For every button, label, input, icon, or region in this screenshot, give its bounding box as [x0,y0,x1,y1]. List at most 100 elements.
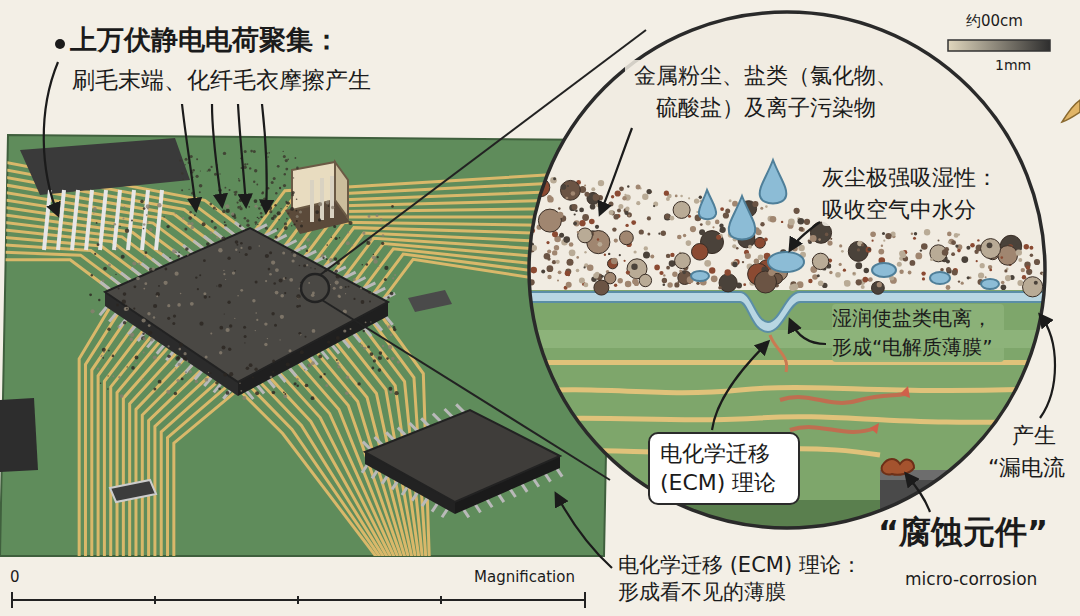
dust-particle [223,273,225,275]
dust-particle [624,260,626,262]
dust-particle [369,301,371,303]
dust-particle [235,240,239,244]
dust-particle [338,294,341,297]
dust-particle [856,279,862,285]
dust-particle [386,325,387,326]
dust-particle [252,299,255,302]
dust-particle [686,240,692,246]
dust-particle [219,173,220,174]
dust-particle [1030,254,1034,258]
dust-particle [382,234,385,237]
dust-particle [337,362,340,365]
dust-particle [1001,285,1007,291]
dust-particle [115,274,116,275]
dust-particle [632,278,638,284]
dust-particle [1026,269,1032,275]
dust-particle [190,302,194,306]
dust-particle [752,201,758,207]
dust-particle [258,217,260,219]
dust-particle [547,275,551,279]
dust-particle [291,225,293,227]
chip-pin [354,278,366,284]
dust-particle [373,259,377,263]
dust-particle [199,191,201,193]
callout-text: 灰尘极强吸湿性：吸收空气中水分 [822,162,1008,226]
magnification-scale [12,592,585,608]
edge-shape [1062,100,1080,122]
dust-particle [577,231,579,233]
dust-particle [175,368,177,370]
label-text: Magnification [474,568,575,588]
dust-particle [292,259,295,262]
dust-particle [240,242,243,245]
copper-trace [85,314,117,560]
dust-particle [177,356,180,359]
dust-particle [195,276,197,278]
dust-particle [225,279,226,280]
dust-particle [296,385,299,388]
dust-particle [618,204,623,209]
chip-pin [375,437,383,445]
dust-particle [132,333,134,335]
dust-particle [709,267,715,273]
dust-particle [690,226,696,232]
dust-particle [381,242,384,245]
dust-particle [280,208,281,209]
dust-particle [226,209,230,213]
dust-particle [830,238,832,240]
dust-particle [190,222,193,225]
dust-particle [552,250,557,255]
dust-particle [882,232,885,235]
dust-particle [121,255,125,259]
dust-particle [136,277,140,281]
dust-particle [853,273,855,275]
dust-particle [149,228,153,232]
dust-particle [572,204,578,210]
dust-particle [609,210,614,215]
dust-particle [855,262,862,269]
dust-particle [625,224,628,227]
dust-particle [255,281,258,284]
dust-particle [593,194,600,201]
dust-particle [675,195,678,198]
dust-particle [625,207,629,211]
dust-particle [265,280,267,282]
dust-particle [107,388,108,389]
dust-particle [273,215,277,219]
dust-particle [1017,280,1023,286]
dust-particle [688,197,690,199]
dust-particle [290,207,294,211]
capacitor [285,162,350,234]
dust-particle [282,251,285,254]
dust-particle [289,349,292,352]
dust-particle [647,189,652,194]
dust-particle [723,212,729,218]
dust-particle [868,248,871,251]
dust-particle [758,254,764,260]
dust-particle [148,331,152,335]
dust-particle [298,332,301,335]
connector-pin [86,190,92,250]
dust-particle [584,251,586,253]
dust-particle [989,269,992,272]
chip-pin [224,227,234,235]
dust-particle [585,192,590,197]
dust-particle [209,296,211,298]
dust-particle [593,273,599,279]
dust-particle [143,352,145,354]
dust-particle [210,203,213,206]
dust-particle [306,250,308,252]
dust-particle [148,324,151,327]
dust-particle [336,359,338,361]
dust-particle [920,249,922,251]
chip-pin [433,414,441,422]
dust-particle [319,376,322,379]
dust-particle [150,338,154,342]
dust-particle [218,388,221,391]
dust-particle [634,250,637,253]
dust-particle [243,326,246,329]
dust-particle [240,289,243,292]
dust-particle [199,184,203,188]
dust-particle [275,291,279,295]
dust-particle [559,233,564,238]
